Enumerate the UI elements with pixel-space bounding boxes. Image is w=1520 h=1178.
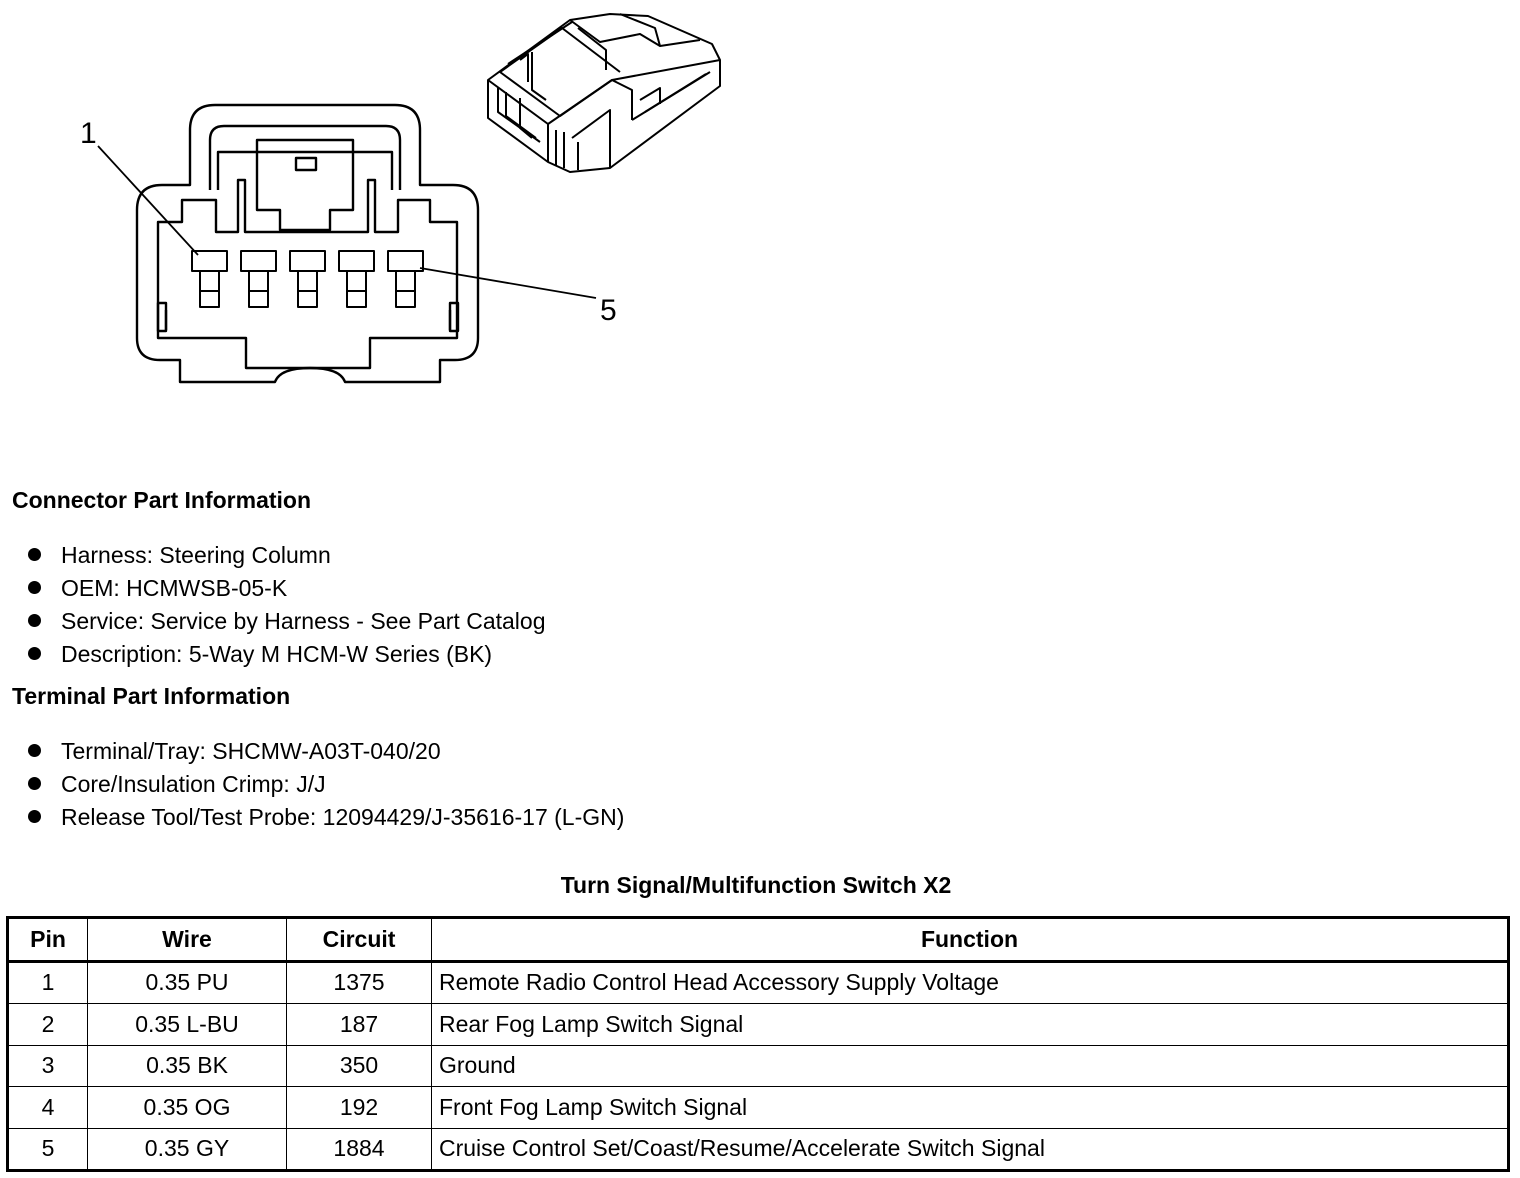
list-item: Release Tool/Test Probe: 12094429/J-3561… — [28, 801, 624, 834]
list-item: Terminal/Tray: SHCMW-A03T-040/20 — [28, 735, 624, 768]
cell-function: Cruise Control Set/Coast/Resume/Accelera… — [431, 1127, 1509, 1171]
cell-circuit: 1375 — [286, 960, 432, 1004]
cell-wire: 0.35 OG — [87, 1086, 287, 1129]
list-item: Service: Service by Harness - See Part C… — [28, 605, 545, 638]
pin-1-label: 1 — [80, 117, 97, 150]
cell-pin: 4 — [7, 1086, 88, 1129]
cell-function: Front Fog Lamp Switch Signal — [431, 1086, 1509, 1129]
terminal-info-heading: Terminal Part Information — [12, 683, 291, 709]
table-header-row: Pin Wire Circuit Function — [7, 917, 1509, 963]
table-title: Turn Signal/Multifunction Switch X2 — [560, 872, 952, 898]
cell-function: Ground — [431, 1044, 1509, 1087]
terminal-cavity — [338, 250, 375, 308]
bullet-icon — [28, 647, 41, 661]
table-row: 2 0.35 L-BU 187 Rear Fog Lamp Switch Sig… — [7, 1003, 1509, 1046]
pin-5-leader — [419, 267, 597, 299]
pin-5-label: 5 — [600, 294, 617, 327]
connector-isometric-view — [487, 13, 721, 173]
terminal-cavity — [289, 250, 326, 308]
connector-info-list: Harness: Steering Column OEM: HCMWSB-05-… — [28, 539, 545, 671]
column-header-function: Function — [431, 917, 1509, 963]
cell-pin: 1 — [7, 960, 88, 1004]
cell-wire: 0.35 PU — [87, 960, 287, 1004]
cell-function: Remote Radio Control Head Accessory Supp… — [431, 960, 1509, 1004]
cell-function: Rear Fog Lamp Switch Signal — [431, 1003, 1509, 1046]
table-row: 1 0.35 PU 1375 Remote Radio Control Head… — [7, 960, 1509, 1004]
bullet-icon — [28, 777, 41, 791]
column-header-pin: Pin — [7, 917, 88, 963]
table-row: 5 0.35 GY 1884 Cruise Control Set/Coast/… — [7, 1127, 1509, 1171]
cell-pin: 2 — [7, 1003, 88, 1046]
bullet-icon — [28, 548, 41, 562]
cell-pin: 3 — [7, 1044, 88, 1087]
list-item: Core/Insulation Crimp: J/J — [28, 768, 624, 801]
column-header-wire: Wire — [87, 917, 287, 963]
bullet-icon — [28, 744, 41, 758]
cell-circuit: 187 — [286, 1003, 432, 1046]
cell-wire: 0.35 GY — [87, 1127, 287, 1171]
connector-face-view — [97, 103, 597, 384]
column-header-circuit: Circuit — [286, 917, 432, 963]
table-row: 3 0.35 BK 350 Ground — [7, 1044, 1509, 1087]
cell-pin: 5 — [7, 1127, 88, 1171]
pinout-table: Pin Wire Circuit Function 1 0.35 PU 1375… — [6, 916, 1510, 1172]
terminal-cavity — [240, 250, 277, 308]
terminal-info-list: Terminal/Tray: SHCMW-A03T-040/20 Core/In… — [28, 735, 624, 834]
connector-diagram: 1 5 — [80, 13, 721, 384]
cell-wire: 0.35 BK — [87, 1044, 287, 1087]
cell-wire: 0.35 L-BU — [87, 1003, 287, 1046]
list-item: Description: 5-Way M HCM-W Series (BK) — [28, 638, 545, 671]
terminal-cavities — [191, 250, 424, 308]
list-item: OEM: HCMWSB-05-K — [28, 572, 545, 605]
cell-circuit: 192 — [286, 1086, 432, 1129]
terminal-cavity — [191, 250, 228, 308]
pin-1-leader — [97, 145, 199, 256]
bullet-icon — [28, 614, 41, 628]
bullet-icon — [28, 810, 41, 824]
list-item: Harness: Steering Column — [28, 539, 545, 572]
table-row: 4 0.35 OG 192 Front Fog Lamp Switch Sign… — [7, 1086, 1509, 1129]
terminal-cavity — [387, 250, 424, 308]
connector-info-heading: Connector Part Information — [12, 487, 312, 513]
cell-circuit: 1884 — [286, 1127, 432, 1171]
cell-circuit: 350 — [286, 1044, 432, 1087]
bullet-icon — [28, 581, 41, 595]
